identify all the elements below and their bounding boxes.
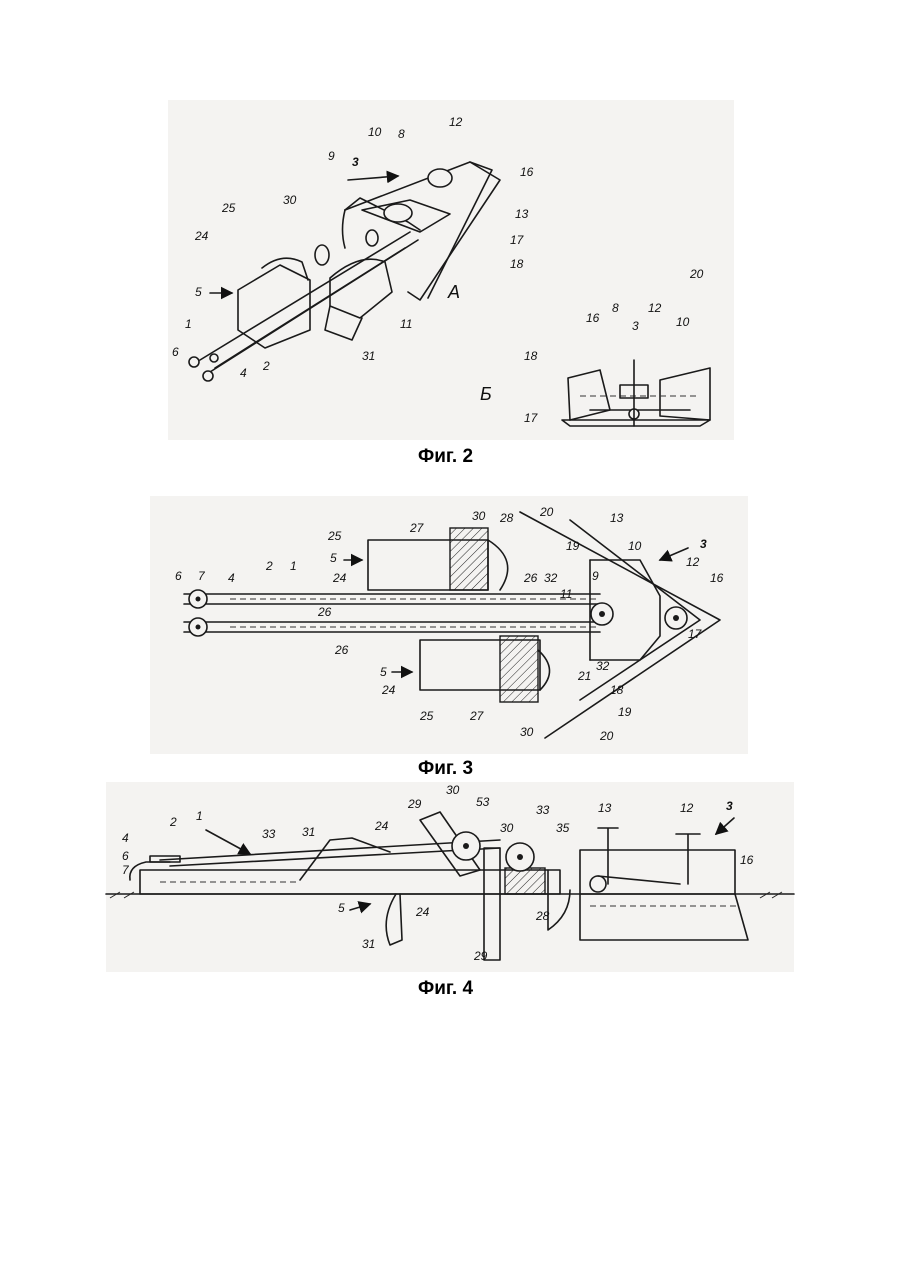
svg-text:19: 19 (618, 705, 632, 719)
fig4-side-view: 4 6 7 2 1 33 31 24 29 30 53 30 33 35 13 … (106, 783, 794, 963)
svg-text:33: 33 (262, 827, 276, 841)
svg-text:5: 5 (330, 551, 337, 565)
svg-text:3: 3 (726, 799, 733, 813)
svg-text:9: 9 (592, 569, 599, 583)
svg-text:20: 20 (689, 267, 704, 281)
fig2-view-b: 20 16 8 3 12 10 18 17 Б (480, 267, 710, 426)
svg-text:31: 31 (362, 937, 375, 951)
svg-text:13: 13 (515, 207, 529, 221)
figure-3-caption: Фиг. 3 (418, 758, 473, 780)
svg-text:6: 6 (122, 849, 129, 863)
svg-text:21: 21 (577, 669, 591, 683)
svg-text:53: 53 (476, 795, 490, 809)
svg-text:9: 9 (328, 149, 335, 163)
svg-text:24: 24 (332, 571, 347, 585)
svg-text:18: 18 (510, 257, 524, 271)
svg-text:17: 17 (510, 233, 525, 247)
svg-text:12: 12 (449, 115, 463, 129)
svg-text:33: 33 (536, 803, 550, 817)
svg-text:1: 1 (196, 809, 203, 823)
svg-text:1: 1 (290, 559, 297, 573)
svg-text:7: 7 (122, 863, 130, 877)
fig2-view-a: 12 10 8 9 3 16 13 17 18 А 11 30 25 24 5 … (172, 115, 534, 381)
svg-text:6: 6 (172, 345, 179, 359)
svg-text:18: 18 (610, 683, 624, 697)
fig3-top-view: 6 7 4 2 1 26 5 24 25 27 30 28 20 13 3 19… (175, 505, 724, 743)
svg-text:29: 29 (473, 949, 488, 963)
svg-text:24: 24 (194, 229, 209, 243)
svg-text:24: 24 (381, 683, 396, 697)
svg-text:5: 5 (338, 901, 345, 915)
svg-text:30: 30 (283, 193, 297, 207)
svg-text:25: 25 (327, 529, 342, 543)
svg-text:6: 6 (175, 569, 182, 583)
svg-text:27: 27 (469, 709, 485, 723)
svg-text:10: 10 (368, 125, 382, 139)
figure-4-caption: Фиг. 4 (418, 978, 473, 1000)
svg-text:17: 17 (688, 627, 703, 641)
svg-text:24: 24 (374, 819, 389, 833)
svg-text:12: 12 (686, 555, 700, 569)
svg-text:17: 17 (524, 411, 539, 425)
svg-text:29: 29 (407, 797, 422, 811)
svg-text:32: 32 (596, 659, 610, 673)
svg-text:27: 27 (409, 521, 425, 535)
svg-text:16: 16 (586, 311, 600, 325)
svg-text:Б: Б (480, 384, 492, 404)
svg-text:4: 4 (228, 571, 235, 585)
svg-text:28: 28 (499, 511, 514, 525)
svg-text:8: 8 (612, 301, 619, 315)
svg-text:4: 4 (240, 366, 247, 380)
svg-text:16: 16 (740, 853, 754, 867)
svg-text:2: 2 (169, 815, 177, 829)
svg-text:24: 24 (415, 905, 430, 919)
svg-text:30: 30 (520, 725, 534, 739)
svg-text:30: 30 (446, 783, 460, 797)
svg-text:2: 2 (265, 559, 273, 573)
svg-text:16: 16 (710, 571, 724, 585)
svg-text:13: 13 (598, 801, 612, 815)
svg-text:13: 13 (610, 511, 624, 525)
svg-text:7: 7 (198, 569, 206, 583)
svg-text:19: 19 (566, 539, 580, 553)
svg-text:4: 4 (122, 831, 129, 845)
svg-text:2: 2 (262, 359, 270, 373)
svg-text:20: 20 (539, 505, 554, 519)
svg-text:35: 35 (556, 821, 570, 835)
svg-text:11: 11 (560, 587, 572, 601)
svg-text:1: 1 (185, 317, 192, 331)
svg-text:26: 26 (334, 643, 349, 657)
svg-text:30: 30 (500, 821, 514, 835)
svg-text:32: 32 (544, 571, 558, 585)
svg-text:12: 12 (680, 801, 694, 815)
svg-text:30: 30 (472, 509, 486, 523)
svg-text:3: 3 (632, 319, 639, 333)
svg-text:28: 28 (535, 909, 550, 923)
svg-text:12: 12 (648, 301, 662, 315)
svg-text:5: 5 (195, 285, 202, 299)
svg-text:31: 31 (302, 825, 315, 839)
svg-text:5: 5 (380, 665, 387, 679)
svg-text:20: 20 (599, 729, 614, 743)
svg-text:10: 10 (628, 539, 642, 553)
svg-text:25: 25 (221, 201, 236, 215)
svg-text:31: 31 (362, 349, 375, 363)
svg-text:26: 26 (523, 571, 538, 585)
svg-text:26: 26 (317, 605, 332, 619)
svg-text:3: 3 (352, 155, 359, 169)
svg-text:25: 25 (419, 709, 434, 723)
svg-text:18: 18 (524, 349, 538, 363)
svg-text:10: 10 (676, 315, 690, 329)
svg-text:11: 11 (400, 317, 412, 331)
svg-text:3: 3 (700, 537, 707, 551)
svg-text:8: 8 (398, 127, 405, 141)
svg-text:А: А (447, 282, 460, 302)
figure-2-caption: Фиг. 2 (418, 446, 473, 468)
svg-text:16: 16 (520, 165, 534, 179)
